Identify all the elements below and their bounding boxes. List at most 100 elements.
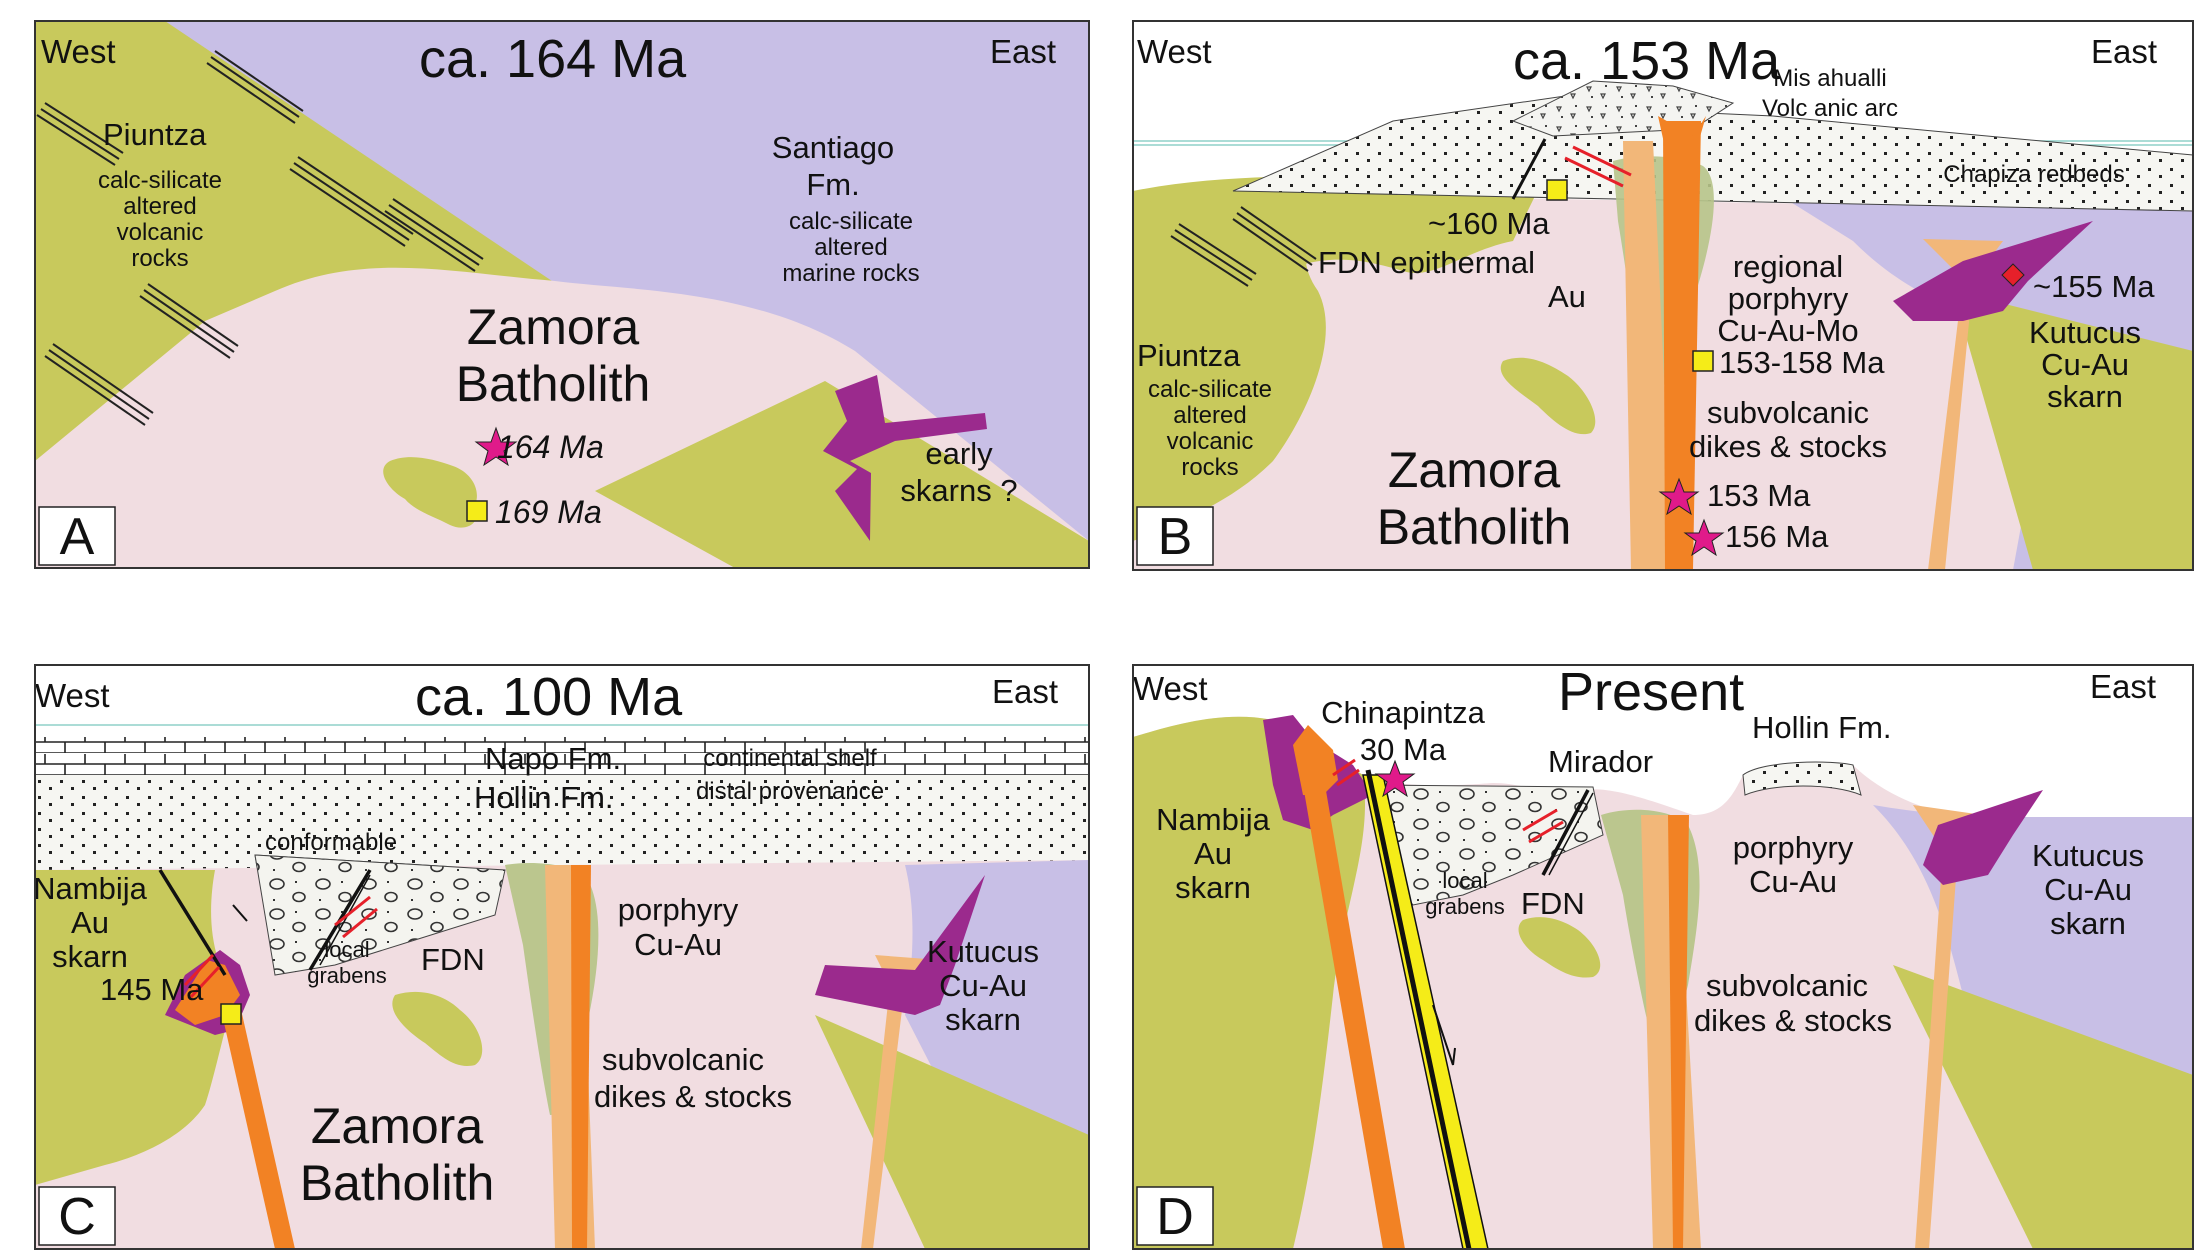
fdn-label: FDN [1521,886,1585,921]
main-fault [1365,769,1472,1249]
roof-pendant [1518,917,1601,978]
arc-label-2: Volc anic arc [1762,95,1898,122]
porphyry-label-1: porphyry [1733,830,1854,865]
piuntza-volcanic-area [35,21,555,461]
west-label: West [35,677,110,714]
batholith-label-2: Batholith [300,1155,495,1211]
piuntza-desc-3: volcanic [117,219,204,246]
santiago-desc-1: calc-silicate [789,208,913,235]
main-dike [571,865,591,1249]
piuntza-desc-1: calc-silicate [98,167,222,194]
batholith-label-1: Zamora [467,299,639,355]
piuntza-desc-3: volcanic [1167,428,1254,455]
panel-letter-box [1136,506,1214,566]
panel-title: ca. 164 Ma [419,29,687,89]
age-30: 30 Ma [1360,732,1447,767]
panel-letter-box [38,1186,116,1246]
panel-frame [1132,20,2194,571]
kutucus-label-3: skarn [945,1002,1021,1037]
santiago-desc-2: altered [814,234,887,261]
batholith-label-2: Batholith [1377,499,1572,555]
age-diamond-icon [2001,263,2025,287]
panel-title: ca. 100 Ma [415,667,683,727]
foliation-marks [36,50,484,426]
kutucus-dike [1913,805,1983,1249]
fdn-label: FDN epithermal [1318,245,1535,280]
lower-wallrock-wedge [1893,965,2193,1249]
foliation-marks [1170,206,1317,287]
napo-formation-layer [35,737,1089,775]
subvolcanic-label-1: subvolcanic [1707,395,1869,430]
grabens-label-2: grabens [307,963,387,988]
piuntza-desc-4: rocks [131,245,188,272]
grabens-label-1: local [324,937,369,962]
kutucus-dike [1923,239,2003,570]
piuntza-desc-2: altered [1173,402,1246,429]
chapiza-label: Chapiza redbeds [1943,161,2124,188]
skarns-label-1: early [925,436,993,471]
panel-letter: C [58,1188,96,1246]
kutucus-label-2: Cu-Au [939,968,1027,1003]
east-label: East [992,673,1058,710]
graben-fault-west [158,869,227,976]
hollin-label: Hollin Fm. [474,780,614,815]
nambija-label-3: skarn [1175,870,1251,905]
au-label: Au [1548,279,1586,314]
kutucus-label-2: Cu-Au [2041,347,2129,382]
age-153-158: 153-158 Ma [1719,345,1885,380]
panel-d: West East Present Chinapintza 30 Ma Mira… [1132,664,2194,1250]
conformable-label: conformable [265,829,397,856]
skarns-label-2: skarns ? [900,473,1017,508]
age-square-icon [1546,179,1568,201]
kutucus-label-3: skarn [2047,379,2123,414]
age-star-icon-2 [1683,518,1725,557]
batholith-label-1: Zamora [1388,442,1560,498]
age-155: ~155 Ma [2033,269,2155,304]
age-star-icon [1374,759,1416,798]
santiago-label-2: Fm. [806,167,859,202]
nambija-label-1: Nambija [1156,802,1270,837]
napo-label: Napo Fm. [485,741,621,776]
santiago-desc-3: marine rocks [782,260,919,287]
lower-wallrock-wedge [595,381,1089,568]
panel-c: West East ca. 100 Ma Napo Fm. Hollin Fm.… [33,664,1090,1250]
age-square-icon-2 [1692,350,1714,372]
graben-fault-east [1541,789,1590,876]
arc-label-1: Mis ahualli [1773,65,1886,92]
batholith-label-2: Batholith [456,356,651,412]
panel-letter-box [1136,1186,1214,1246]
nambija-wallrock-area [35,870,235,1185]
hollin-label: Hollin Fm. [1752,710,1892,745]
chinapintza-label: Chinapintza [1321,695,1485,730]
pale-dike [1623,141,1673,570]
regional-label-2: porphyry [1728,281,1849,316]
panel-a: West East ca. 164 Ma Piuntza calc-silica… [34,20,1090,569]
subvolcanic-label-2: dikes & stocks [1694,1003,1892,1038]
east-label: East [990,33,1056,70]
age-star-icon [1658,477,1700,516]
piuntza-desc-4: rocks [1181,454,1238,481]
west-label: West [1137,33,1212,70]
panel-letter: A [60,508,95,566]
nambija-label-1: Nambija [33,871,147,906]
main-dike [1663,121,1701,570]
panel-frame [34,664,1090,1250]
age-156: 156 Ma [1725,519,1829,554]
age-star-icon [474,426,518,467]
piuntza-volcanic-area [1133,186,1433,541]
age-169: 169 Ma [495,494,602,530]
kutucus-label-2: Cu-Au [2044,872,2132,907]
grabens-label-1: local [1442,868,1487,893]
panel-frame [34,20,1090,569]
age-153: 153 Ma [1707,478,1811,513]
east-label: East [2090,668,2156,705]
subvolcanic-label-2: dikes & stocks [1689,429,1887,464]
kutucus-skarn-body [1923,790,2043,885]
kutucus-dike [861,955,940,1249]
epithermal-fault [1511,138,1547,200]
porphyry-label-1: porphyry [618,892,739,927]
kutucus-label-1: Kutucus [927,934,1039,969]
west-label: West [1133,670,1208,707]
main-dike [1668,815,1689,1249]
